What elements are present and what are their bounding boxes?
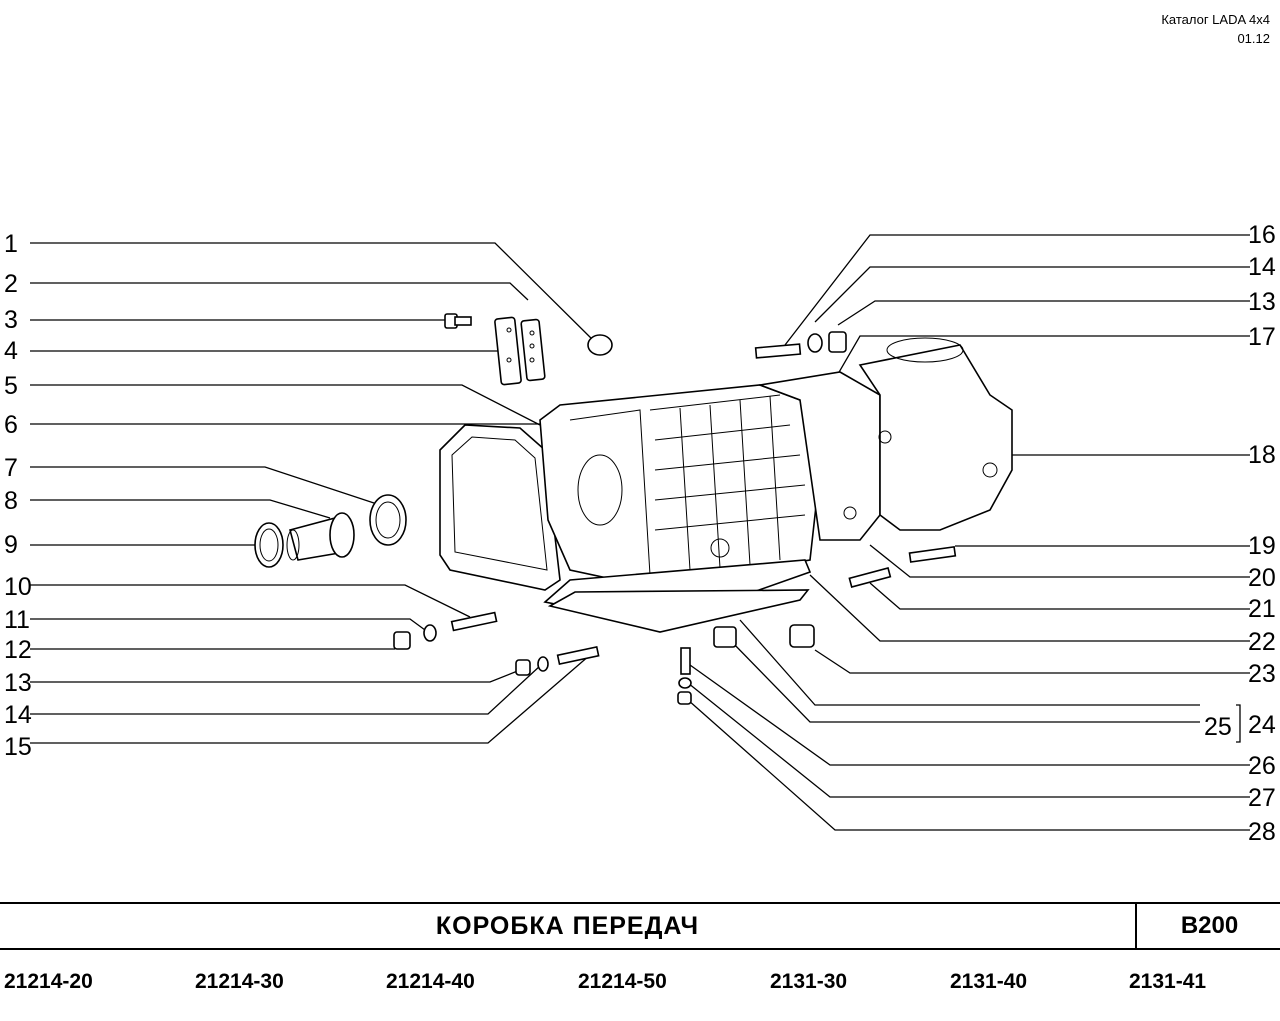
callout-13: 13 [4, 669, 32, 697]
left-leader-lines [30, 242, 599, 744]
callout-11: 11 [4, 606, 30, 634]
nut-icon [677, 691, 692, 705]
callout-13-right: 13 [1248, 288, 1276, 316]
callout-12: 12 [4, 636, 32, 664]
bottom-cover-icon [547, 589, 810, 633]
callout-7: 7 [4, 454, 18, 482]
bearing-cover-icon [286, 512, 355, 561]
callout-24: 24 [1248, 711, 1276, 739]
callout-15: 15 [4, 733, 32, 761]
left-callouts: 1 2 3 4 5 6 7 8 9 10 11 12 13 14 15 [4, 230, 32, 761]
callout-9: 9 [4, 531, 18, 559]
right-callouts: 16 14 13 17 18 19 20 21 22 23 24 25 26 2… [1204, 221, 1276, 846]
callout-5: 5 [4, 372, 18, 400]
callout-14: 14 [4, 701, 32, 729]
model-code: 21214-30 [195, 970, 284, 993]
stud-icon [680, 647, 691, 675]
right-leader-lines [687, 234, 1250, 831]
washer-icon [537, 656, 549, 672]
stud-icon [556, 645, 600, 665]
callout-19: 19 [1248, 532, 1276, 560]
callout-28: 28 [1248, 818, 1276, 846]
title-block: КОРОБКА ПЕРЕДАЧ B200 [0, 902, 1280, 950]
washer-icon [807, 333, 823, 353]
callout-2: 2 [4, 270, 18, 298]
bolt-icon [444, 313, 472, 329]
callout-18: 18 [1248, 441, 1276, 469]
callout-14-right: 14 [1248, 253, 1276, 281]
callout-20: 20 [1248, 564, 1276, 592]
model-code: 2131-41 [1129, 970, 1207, 993]
callout-22: 22 [1248, 628, 1276, 656]
callout-23: 23 [1248, 660, 1276, 688]
stud-icon [754, 343, 802, 359]
page-title: КОРОБКА ПЕРЕДАЧ [435, 912, 700, 940]
model-code: 21214-50 [578, 970, 667, 993]
plate-icon [494, 316, 522, 386]
stud-icon [848, 567, 892, 589]
callout-27: 27 [1248, 784, 1276, 812]
washer-icon [423, 624, 437, 642]
catalog-date: 01.12 [1237, 31, 1270, 46]
washer-icon [678, 677, 692, 689]
plug-icon [587, 334, 613, 356]
callout-4: 4 [4, 337, 18, 365]
callout-1: 1 [4, 230, 18, 258]
drain-plug-icon [789, 624, 815, 648]
seal-ring-icon [254, 522, 284, 568]
callout-8: 8 [4, 487, 18, 515]
transmission-parts [254, 313, 1013, 705]
callout-10: 10 [4, 573, 32, 601]
callout-16: 16 [1248, 221, 1276, 249]
nut-icon [393, 631, 411, 650]
callout-25: 25 [1204, 713, 1232, 741]
exploded-parts-diagram: 1 2 3 4 5 6 7 8 9 10 11 12 13 14 15 16 1… [4, 221, 1276, 846]
model-code: 2131-30 [770, 970, 848, 993]
callout-21: 21 [1248, 595, 1276, 623]
stud-icon [450, 611, 498, 632]
filler-plug-icon [713, 626, 737, 648]
callout-3: 3 [4, 306, 18, 334]
nut-icon [515, 659, 531, 676]
callout-6: 6 [4, 411, 18, 439]
callout-17: 17 [1248, 323, 1276, 351]
catalog-name: Каталог LADA 4x4 [1161, 12, 1270, 27]
callout-26: 26 [1248, 752, 1276, 780]
rear-housing-icon [756, 337, 1013, 541]
plate-icon [520, 318, 546, 382]
section-code: B200 [1135, 904, 1280, 948]
nut-icon [828, 331, 847, 353]
model-code: 21214-40 [386, 970, 475, 993]
model-code: 2131-40 [950, 970, 1028, 993]
model-code: 21214-20 [4, 970, 93, 993]
gasket-icon [439, 424, 561, 591]
gearbox-housing-icon [539, 384, 821, 586]
stud-icon [908, 545, 957, 563]
